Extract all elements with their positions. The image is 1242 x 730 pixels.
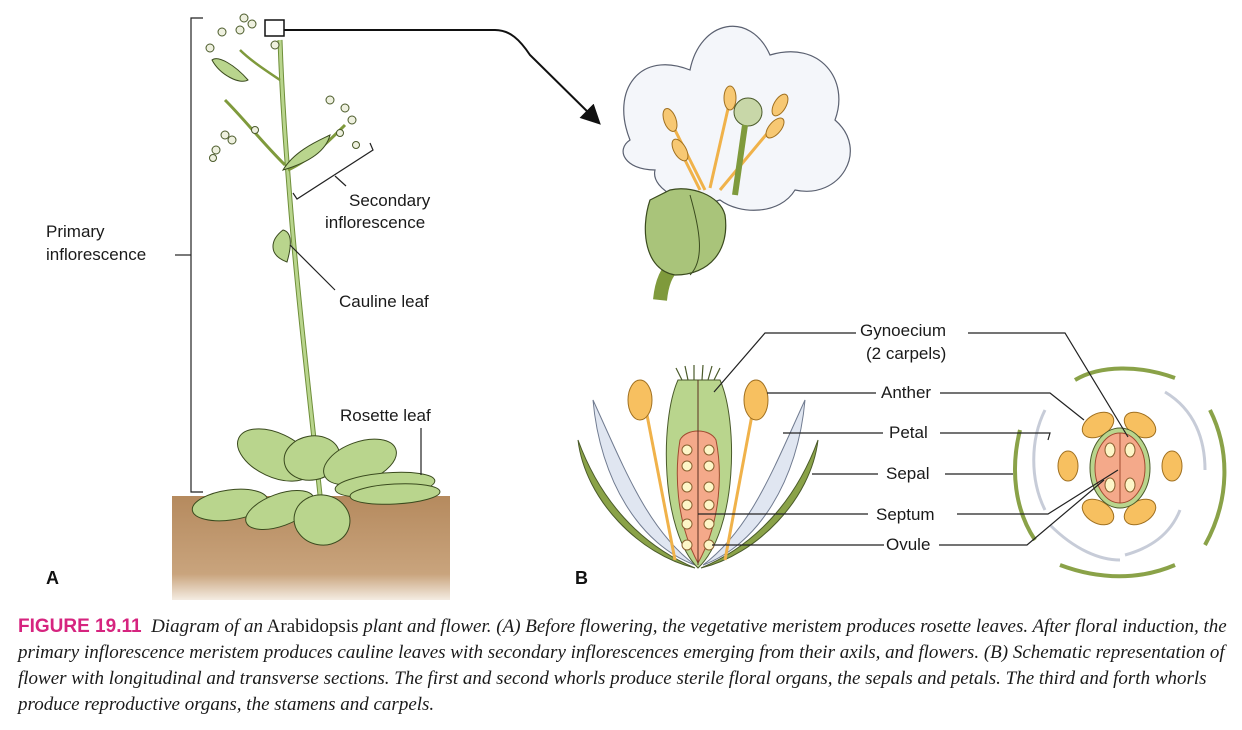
label-septum: Septum bbox=[876, 505, 935, 524]
caption-text-1: Diagram of an bbox=[151, 616, 263, 637]
label-gynoecium: Gynoecium bbox=[860, 321, 946, 340]
label-gynoecium-carpels: (2 carpels) bbox=[866, 344, 947, 363]
caption-text-2: plant and flower. (A) Before flowering, … bbox=[18, 616, 1227, 715]
flower-illustration bbox=[622, 25, 851, 301]
label-primary-inflorescence-line1: Primary bbox=[46, 222, 105, 241]
panel-label-b: B bbox=[575, 568, 588, 588]
caption-species: Arabidopsis bbox=[266, 616, 359, 637]
figure-caption: FIGURE 19.11 Diagram of an Arabidopsis p… bbox=[18, 614, 1228, 718]
label-primary-inflorescence-line2: inflorescence bbox=[46, 245, 147, 264]
longitudinal-section bbox=[577, 364, 819, 569]
panel-label-a: A bbox=[46, 568, 59, 588]
transverse-section bbox=[1013, 366, 1227, 579]
figure-illustration bbox=[172, 13, 1227, 600]
plant-illustration bbox=[172, 13, 601, 600]
label-sepal: Sepal bbox=[886, 464, 930, 483]
label-cauline-leaf: Cauline leaf bbox=[339, 292, 429, 311]
figure-number: FIGURE 19.11 bbox=[18, 616, 142, 637]
zoom-box bbox=[264, 19, 285, 37]
label-secondary-inflorescence-line1: Secondary bbox=[349, 191, 431, 210]
label-petal: Petal bbox=[889, 423, 928, 442]
label-ovule: Ovule bbox=[886, 535, 931, 554]
label-rosette-leaf: Rosette leaf bbox=[340, 406, 431, 425]
zoom-arrow bbox=[284, 29, 601, 125]
label-anther: Anther bbox=[881, 383, 932, 402]
label-secondary-inflorescence-line2: inflorescence bbox=[325, 213, 426, 232]
leader-lines bbox=[698, 332, 1129, 546]
